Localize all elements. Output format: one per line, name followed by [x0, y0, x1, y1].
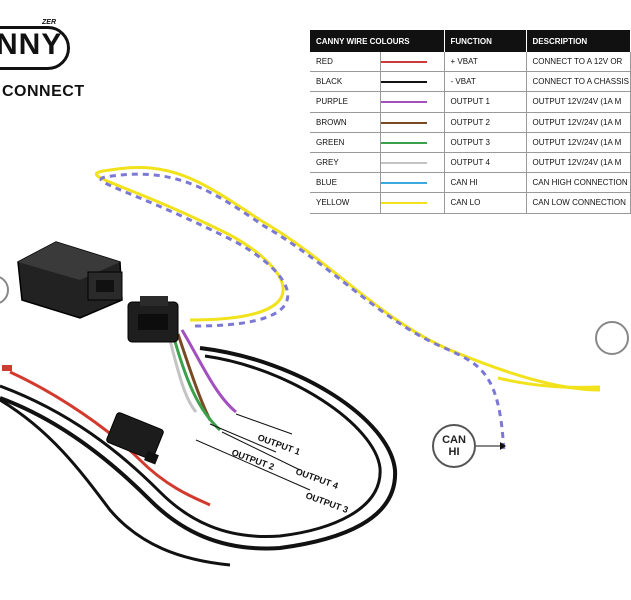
header-description: DESCRIPTION: [526, 30, 631, 52]
wire-black-loop-inner: [0, 354, 382, 539]
header-wire-colours: CANNY WIRE COLOURS: [310, 30, 445, 52]
cell-swatch: [380, 71, 445, 93]
cell-function: CAN LO: [444, 192, 527, 214]
canny-module: [17, 241, 123, 319]
arrow-output-2: [209, 423, 277, 453]
fuse-holder: [106, 412, 164, 465]
cell-function: OUTPUT 4: [444, 152, 527, 174]
colour-swatch: [380, 141, 427, 144]
cell-function: OUTPUT 2: [444, 112, 527, 133]
canny-logo: NNY: [0, 28, 63, 61]
cell-description: CONNECT TO A CHASSIS: [526, 71, 631, 93]
harness-connector: [127, 296, 179, 343]
wire-can-hi: [99, 172, 506, 455]
cell-description: OUTPUT 12V/24V (1A M: [526, 112, 631, 133]
cell-colour: GREEN: [310, 132, 381, 153]
cell-function: + VBAT: [444, 52, 527, 73]
cell-swatch: [380, 112, 445, 133]
cell-description: CAN HIGH CONNECTION: [526, 172, 631, 194]
wire-black-lower: [0, 398, 231, 567]
colour-swatch: [380, 101, 427, 104]
colour-swatch: [380, 182, 427, 185]
header-function: FUNCTION: [444, 30, 527, 52]
cell-description: CAN LOW CONNECTION: [526, 192, 631, 214]
cell-colour: BROWN: [310, 112, 381, 133]
cell-swatch: [380, 152, 445, 174]
wiring-diagram: [0, 165, 629, 567]
wire-colours-table: CANNY WIRE COLOURS FUNCTION DESCRIPTION …: [310, 30, 631, 214]
cell-swatch: [380, 132, 445, 153]
cell-colour: GREY: [310, 152, 381, 174]
callout-line-2: HI: [448, 446, 460, 458]
colour-swatch: [380, 202, 427, 205]
arrow-output-1: [235, 413, 293, 435]
cell-function: CAN HI: [444, 172, 527, 194]
cell-function: - VBAT: [444, 71, 527, 93]
cell-swatch: [380, 52, 445, 73]
wire-black-loop: [0, 346, 398, 551]
edge-circle-right: [595, 321, 629, 355]
cell-description: OUTPUT 12V/24V (1A M: [526, 132, 631, 153]
arrowhead-can-hi: [500, 442, 506, 450]
cell-description: CONNECT TO A 12V OR: [526, 52, 631, 73]
page-subtitle: CONNECT: [2, 83, 85, 100]
edge-circle-left: [0, 276, 9, 304]
logo-tagline: ZER: [40, 19, 58, 26]
wire-output-green: [172, 337, 222, 432]
wire-red: [9, 370, 211, 507]
cell-swatch: [380, 172, 445, 194]
colour-swatch: [380, 60, 427, 63]
cell-function: OUTPUT 3: [444, 132, 527, 153]
arrow-output-3: [195, 439, 311, 491]
cell-description: OUTPUT 12V/24V (1A M: [526, 91, 631, 113]
colour-swatch: [380, 121, 427, 124]
cell-swatch: [380, 91, 445, 113]
cell-colour: RED: [310, 52, 381, 73]
cell-colour: YELLOW: [310, 192, 381, 214]
wire-output-grey: [168, 339, 198, 413]
wire-red-tip: [2, 365, 12, 371]
colour-swatch: [380, 161, 427, 164]
colour-swatch: [380, 81, 427, 84]
cell-function: OUTPUT 1: [444, 91, 527, 113]
arrow-output-4: [221, 431, 301, 471]
callout-line-1: CAN: [442, 434, 466, 446]
wire-output-purple: [180, 329, 237, 414]
can-hi-callout: CAN HI: [432, 424, 476, 468]
cell-colour: BLUE: [310, 172, 381, 194]
table-header-row: CANNY WIRE COLOURS FUNCTION DESCRIPTION: [310, 30, 631, 52]
canny-logo-frame: [0, 26, 70, 70]
cell-swatch: [380, 192, 445, 214]
cell-description: OUTPUT 12V/24V (1A M: [526, 152, 631, 174]
cell-colour: BLACK: [310, 71, 381, 93]
wire-can-lo-right: [497, 376, 601, 389]
cell-colour: PURPLE: [310, 91, 381, 113]
